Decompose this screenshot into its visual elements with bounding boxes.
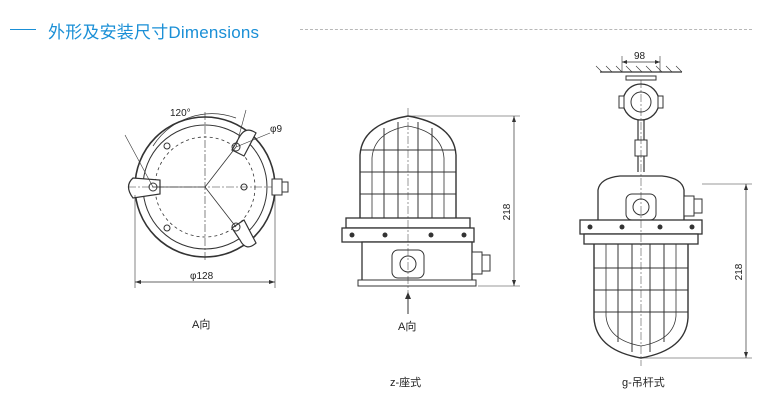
section-title: 外形及安装尺寸Dimensions xyxy=(48,23,260,42)
a-view-hole-3 xyxy=(231,222,241,232)
a-view-gland-end xyxy=(281,181,289,193)
g-junction-lug-left xyxy=(618,95,625,109)
a-view-ray-3 xyxy=(204,186,237,228)
g-junction-lug-right xyxy=(657,95,664,109)
a-view-hole-2 xyxy=(231,142,241,152)
z-bolt-2 xyxy=(382,232,388,238)
g-bolt-1 xyxy=(587,224,593,230)
z-mount-caption: z-座式 xyxy=(390,375,421,389)
z-base-foot xyxy=(357,279,477,287)
header-accent-line xyxy=(10,29,36,30)
g-bolt-2 xyxy=(619,224,625,230)
a-view-angle-ext-2 xyxy=(235,109,247,148)
g-mount-caption: g-吊杆式 xyxy=(622,375,665,389)
a-view-caption: A向 xyxy=(192,317,210,331)
z-gland-end xyxy=(481,254,491,272)
a-view-angle-ext-1 xyxy=(124,134,154,188)
z-view-arrow-head xyxy=(405,292,411,299)
section-header: 外形及安装尺寸Dimensions xyxy=(0,0,760,60)
z-bolt-3 xyxy=(428,232,434,238)
header-dashed-line xyxy=(300,29,752,30)
a-view-lug-top-right xyxy=(231,129,257,157)
g-bolt-3 xyxy=(657,224,663,230)
z-mount-drawing xyxy=(341,108,520,314)
z-height-label: 218 xyxy=(502,203,513,220)
a-view-small-hole-1 xyxy=(163,142,171,150)
a-view-ray-2 xyxy=(204,146,237,188)
a-view-gland-nut xyxy=(271,178,283,196)
z-gland-nut xyxy=(471,251,483,275)
a-view-lug-bottom-right xyxy=(231,219,257,248)
g-mount-drawing xyxy=(579,56,752,366)
z-arrow-label: A向 xyxy=(398,319,416,333)
g-gland-end xyxy=(693,198,703,214)
a-view-lug-left xyxy=(127,177,161,199)
a-view-hole-label: φ9 xyxy=(270,124,282,135)
a-view-angle-arc xyxy=(152,113,237,147)
a-view-diameter-label: φ128 xyxy=(190,271,214,282)
g-width-label: 98 xyxy=(634,51,646,62)
g-bolt-4 xyxy=(689,224,695,230)
z-bolt-1 xyxy=(349,232,355,238)
a-view-hole-leader xyxy=(235,132,271,148)
g-height-label: 218 xyxy=(734,263,745,280)
a-view-angle-label: 120° xyxy=(170,108,191,119)
g-ceiling-hatch xyxy=(595,65,683,73)
a-view-drawing xyxy=(124,109,289,288)
a-view-small-hole-2 xyxy=(163,224,171,232)
g-gland-nut xyxy=(683,195,695,217)
g-mount-plate xyxy=(625,75,657,81)
z-bolt-4 xyxy=(461,232,467,238)
